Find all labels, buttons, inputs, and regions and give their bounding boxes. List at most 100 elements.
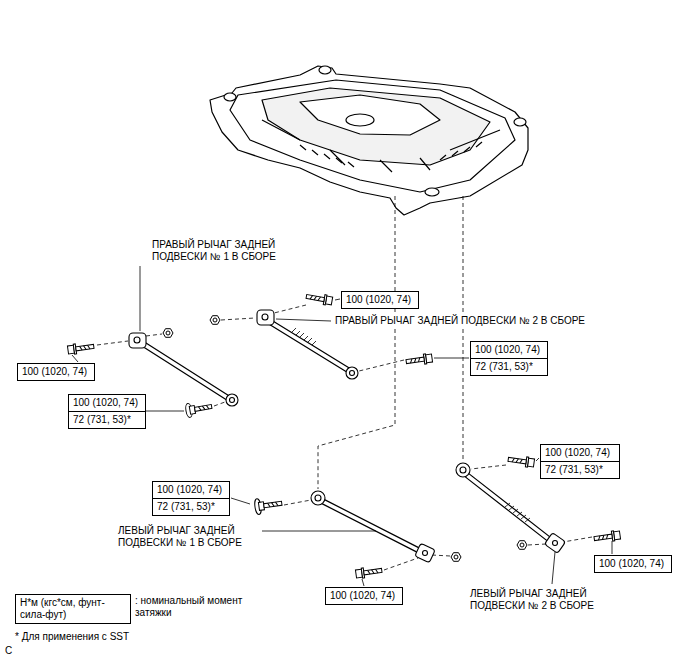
bolt <box>512 458 522 463</box>
bushing <box>456 463 470 477</box>
bolt <box>306 292 333 306</box>
nut <box>454 555 458 559</box>
bolt <box>76 344 94 350</box>
bolt <box>185 400 213 418</box>
bushing <box>350 371 355 376</box>
text-cell: 72 (731, 53)* <box>69 411 145 428</box>
bolt <box>310 295 321 301</box>
text-cell: 100 (1020, 74) <box>342 292 418 308</box>
rear-subframe <box>319 66 331 74</box>
text-cell: 100 (1020, 74) <box>326 588 402 604</box>
bushing <box>262 314 268 320</box>
text-cell: 100 (1020, 74) <box>541 445 619 461</box>
dashed-guide <box>463 196 464 461</box>
bushing <box>553 541 558 546</box>
suspension-arm <box>270 322 348 370</box>
dashed-guide <box>563 537 592 542</box>
torque-value: 100 (1020, 74) <box>22 366 87 378</box>
rear-subframe <box>262 88 490 165</box>
bolt <box>594 534 612 540</box>
torque-box: 100 (1020, 74) 72 (731, 53)* <box>470 341 548 376</box>
dashed-guide <box>284 500 311 505</box>
bushing <box>230 398 235 403</box>
dashed-guide <box>97 196 592 570</box>
nut <box>163 329 173 338</box>
torque-box: 100 (1020, 74) <box>17 363 95 381</box>
text-cell: 72 (731, 53)* <box>471 358 547 375</box>
leader-line <box>362 579 364 586</box>
leader-line <box>146 411 184 412</box>
dashed-guide <box>359 360 404 371</box>
bolt <box>80 345 90 350</box>
torque-box: 100 (1020, 74) 72 (731, 53)* <box>68 394 146 429</box>
leader-line <box>231 498 250 504</box>
torque-value: 100 (1020, 74) <box>475 344 540 356</box>
bolt <box>268 502 278 507</box>
torque-value: 100 (1020, 74) <box>157 484 222 496</box>
bushing <box>544 533 565 554</box>
bolt <box>195 405 212 412</box>
text-cell: 72 (731, 53)* <box>153 498 229 515</box>
thread-section <box>292 328 316 345</box>
text-cell: 100 (1020, 74) <box>153 482 229 498</box>
torque-value: 100 (1020, 74) <box>599 558 664 570</box>
rear-subframe <box>300 95 440 135</box>
nut <box>213 318 217 322</box>
bolt <box>67 292 620 579</box>
text-cell: 100 (1020, 74) <box>69 395 145 411</box>
suspension-arm <box>270 322 348 370</box>
rear-subframe <box>224 93 236 101</box>
torque-value: 72 (731, 53)* <box>73 414 131 426</box>
thread-section <box>505 503 530 522</box>
bushing <box>311 491 325 505</box>
dashed-guide <box>318 196 395 489</box>
nut <box>451 553 461 562</box>
torque-box: 100 (1020, 74) <box>325 587 403 605</box>
figure-code: C <box>5 645 12 657</box>
note: * Для применения с SST <box>15 631 129 643</box>
leader-line <box>262 531 376 532</box>
dashed-guide <box>528 544 546 545</box>
torque-box: 100 (1020, 74) <box>594 555 672 573</box>
nut <box>520 543 524 547</box>
torque-box: 100 (1020, 74) 72 (731, 53)* <box>152 481 230 516</box>
dashed-guide <box>274 305 306 313</box>
part-name: ЛЕВЫЙ РЫЧАГ ЗАДНЕЙ ПОДВЕСКИ № 2 В СБОРЕ <box>470 588 610 612</box>
bushing <box>346 367 358 379</box>
bushing <box>134 337 140 343</box>
dashed-guide <box>432 555 450 556</box>
bushing <box>415 543 435 562</box>
bolt <box>355 565 382 579</box>
legend-unit-box: Н*м (кгс*см, фунт-сила-фут) <box>15 594 131 624</box>
bolt <box>406 353 433 367</box>
bolt <box>406 357 424 363</box>
rear-subframe <box>514 118 526 126</box>
bushing <box>423 551 428 556</box>
suspension-arm <box>468 476 550 540</box>
dashed-guide <box>214 402 225 406</box>
nut <box>166 331 170 335</box>
torque-value: 72 (731, 53)* <box>157 501 215 513</box>
bolt <box>410 358 420 363</box>
bolt <box>368 569 378 574</box>
bolt <box>198 405 209 411</box>
text-cell: 100 (1020, 74) <box>595 556 671 572</box>
torque-box: 100 (1020, 74) <box>341 291 419 309</box>
leader-line <box>536 458 539 461</box>
part-name: ПРАВЫЙ РЫЧАГ ЗАДНЕЙ ПОДВЕСКИ № 2 В СБОРЕ <box>335 315 585 327</box>
torque-value: 100 (1020, 74) <box>330 590 395 602</box>
suspension-arm <box>322 501 418 550</box>
bolt <box>508 457 526 463</box>
bolt <box>594 530 621 544</box>
suspension-arm <box>140 342 228 398</box>
torque-value: 72 (731, 53)* <box>545 464 603 476</box>
dashed-guide <box>97 341 128 345</box>
nut <box>517 541 527 550</box>
dashed-guide <box>146 334 162 336</box>
suspension-arm <box>322 501 418 550</box>
part-name: ЛЕВЫЙ РЫЧАГ ЗАДНЕЙ ПОДВЕСКИ № 1 В СБОРЕ <box>118 525 258 549</box>
leader-line <box>72 355 78 362</box>
